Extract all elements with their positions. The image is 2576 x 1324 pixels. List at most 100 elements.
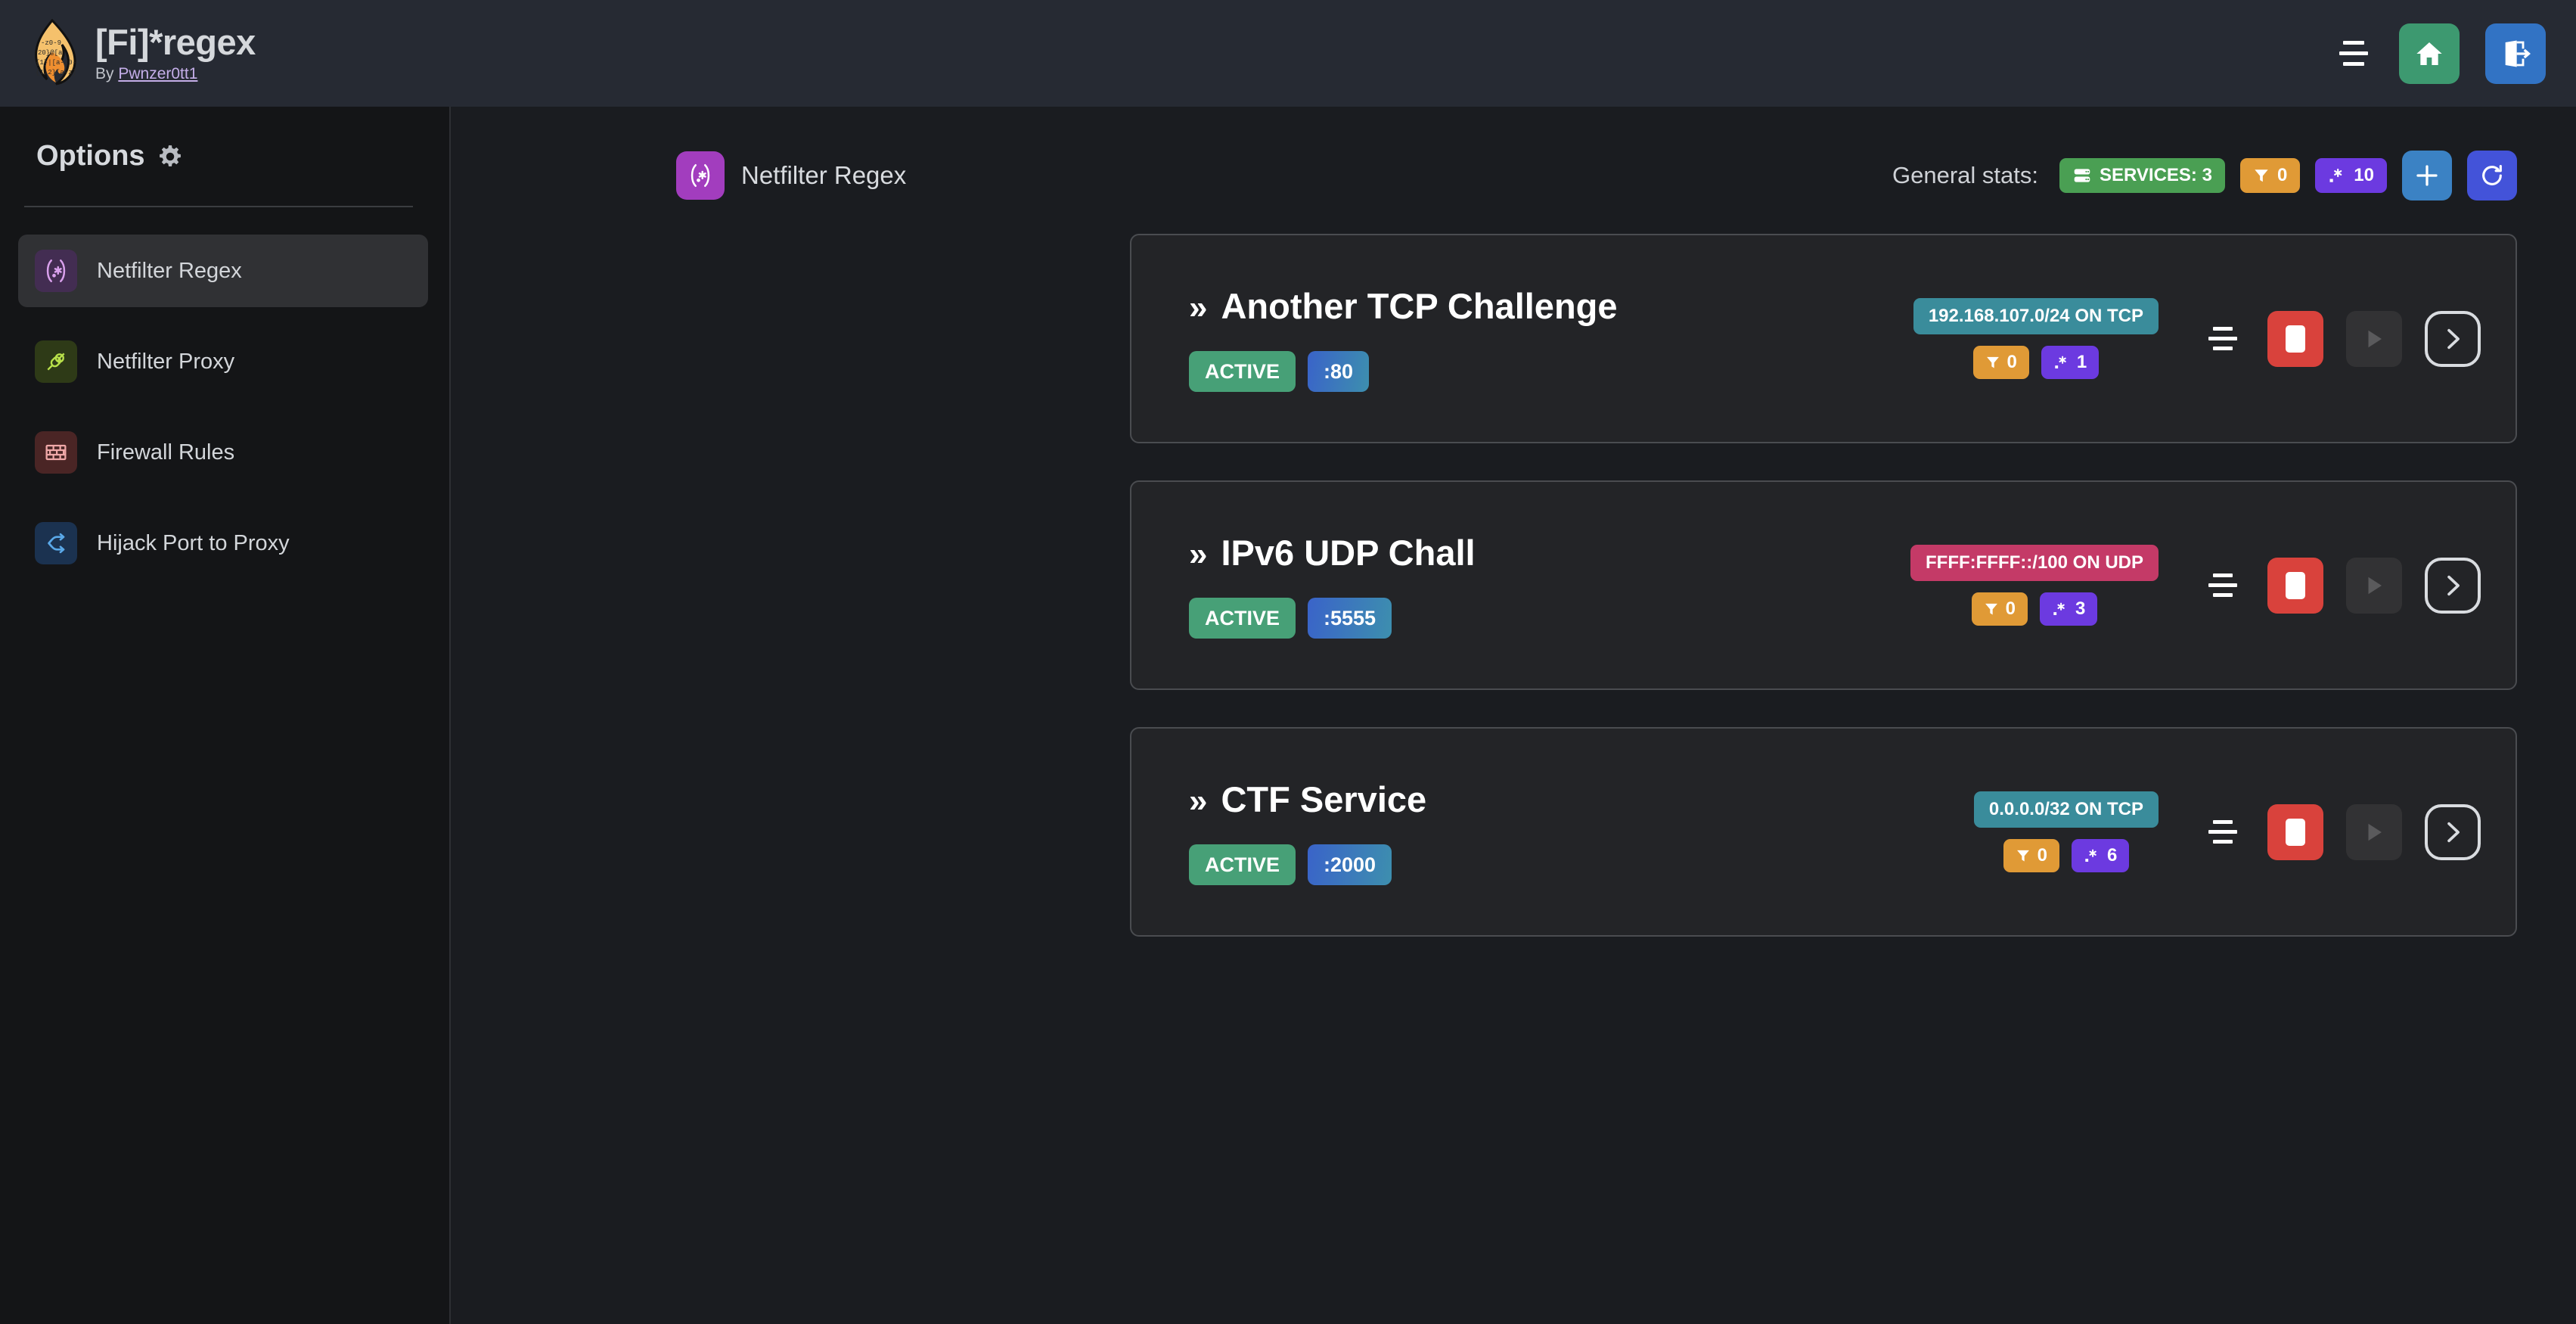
stop-button[interactable]: [2267, 803, 2323, 860]
service-actions: [2201, 557, 2481, 614]
svg-text:{1,2}[a-z]: {1,2}[a-z]: [36, 69, 76, 76]
chevron-right-icon: [2447, 328, 2460, 349]
top-actions: [2334, 23, 2576, 84]
filters-stat-badge: 0: [2239, 158, 2301, 193]
play-icon: [2368, 330, 2382, 347]
card-menu-icon[interactable]: [2201, 317, 2245, 361]
sidebar-title: Options: [0, 107, 449, 172]
status-badge: ACTIVE: [1189, 351, 1296, 392]
filter-icon: [1985, 603, 1997, 615]
service-network-info: FFFF:FFFF::/100 ON UDP 0 3: [1910, 545, 2159, 626]
add-service-button[interactable]: [2402, 151, 2452, 200]
play-button[interactable]: [2346, 557, 2402, 614]
page-title: Netfilter Regex: [741, 161, 907, 189]
hamburger-menu-icon[interactable]: [2334, 37, 2373, 70]
sidebar-item-netfilter-regex[interactable]: Netfilter Regex: [18, 235, 428, 307]
sidebar-item-label: Netfilter Regex: [97, 258, 242, 283]
filter-icon: [2255, 169, 2268, 182]
stop-button[interactable]: [2267, 557, 2323, 614]
sidebar-item-hijack-port-to-proxy[interactable]: Hijack Port to Proxy: [18, 507, 428, 580]
gear-icon: [159, 145, 181, 166]
filters-stat-label: 0: [2277, 165, 2288, 185]
logout-button[interactable]: [2485, 23, 2546, 84]
top-header-bar: -z0-9 20}@[a {1}|[a-z0-9] {1,2}[a-z] [Fi…: [0, 0, 2576, 107]
service-card[interactable]: » CTF Service ACTIVE :2000 0.0.0.0/32 ON…: [1130, 727, 2517, 937]
regex-icon: [35, 250, 77, 292]
logout-icon: [2505, 40, 2531, 67]
service-name: Another TCP Challenge: [1221, 286, 1618, 326]
home-button[interactable]: [2399, 23, 2460, 84]
filters-count: 0: [2037, 845, 2047, 866]
page-header: Netfilter Regex General stats: SERVICES:…: [452, 107, 2576, 200]
refresh-button[interactable]: [2467, 151, 2517, 200]
service-card[interactable]: » Another TCP Challenge ACTIVE :80 192.1…: [1130, 234, 2517, 443]
sidebar-item-label: Hijack Port to Proxy: [97, 530, 290, 555]
card-menu-icon[interactable]: [2201, 564, 2245, 608]
service-card[interactable]: » IPv6 UDP Chall ACTIVE :5555 FFFF:FFFF:…: [1130, 480, 2517, 690]
filters-count-badge: 0: [1972, 346, 2029, 379]
filters-count-badge: 0: [2003, 839, 2059, 872]
server-icon: [2074, 169, 2090, 182]
service-network-info: 0.0.0.0/32 ON TCP 0 6: [1973, 791, 2159, 872]
services-stat-label: SERVICES: 3: [2099, 165, 2212, 185]
regex-icon: [676, 151, 725, 200]
card-menu-icon[interactable]: [2201, 810, 2245, 854]
regex-icon: [2055, 356, 2066, 368]
service-tags: ACTIVE :5555: [1189, 598, 1910, 639]
chevron-right-icon: [2447, 822, 2460, 842]
sidebar-title-label: Options: [36, 140, 145, 172]
service-tags: ACTIVE :80: [1189, 351, 1913, 392]
refresh-icon: [2482, 164, 2502, 185]
stop-icon: [2286, 325, 2305, 353]
sidebar-item-netfilter-proxy[interactable]: Netfilter Proxy: [18, 325, 428, 398]
plus-icon: [2416, 165, 2438, 186]
open-service-button[interactable]: [2425, 310, 2481, 367]
general-stats-label: General stats:: [1892, 162, 2038, 188]
regex-icon: [2085, 849, 2096, 862]
network-badge: 0.0.0.0/32 ON TCP: [1973, 791, 2159, 828]
port-badge: :80: [1308, 351, 1370, 392]
network-badge: FFFF:FFFF::/100 ON UDP: [1910, 545, 2159, 581]
play-button[interactable]: [2346, 310, 2402, 367]
shuffle-icon: [35, 522, 77, 564]
stop-icon: [2286, 571, 2305, 599]
sidebar-item-label: Netfilter Proxy: [97, 349, 235, 374]
regexes-count: 3: [2075, 598, 2086, 619]
double-chevron-icon: »: [1189, 536, 1208, 573]
sidebar-item-firewall-rules[interactable]: Firewall Rules: [18, 416, 428, 489]
port-badge: :5555: [1308, 598, 1392, 639]
regexes-count-badge: 3: [2040, 592, 2098, 626]
sidebar-nav: Netfilter Regex Netfilter Proxy Firewall…: [0, 235, 449, 580]
regexes-count: 1: [2076, 352, 2087, 372]
svg-text:20}@[a: 20}@[a: [38, 49, 63, 57]
plug-icon: [35, 340, 77, 383]
filters-count: 0: [2006, 352, 2017, 372]
status-badge: ACTIVE: [1189, 598, 1296, 639]
open-service-button[interactable]: [2425, 557, 2481, 614]
service-list: » Another TCP Challenge ACTIVE :80 192.1…: [452, 200, 2576, 937]
stop-button[interactable]: [2267, 310, 2323, 367]
port-badge: :2000: [1308, 844, 1392, 885]
svg-text:{1}|[a-z0-9]: {1}|[a-z0-9]: [36, 59, 77, 67]
status-badge: ACTIVE: [1189, 844, 1296, 885]
regex-icon: [2329, 168, 2342, 182]
general-stats: General stats: SERVICES: 3 0: [1892, 151, 2517, 200]
regexes-stat-badge: 10: [2315, 158, 2387, 193]
service-title: » CTF Service: [1189, 779, 1974, 820]
open-service-button[interactable]: [2425, 803, 2481, 860]
service-actions: [2201, 310, 2481, 367]
by-prefix: By: [95, 64, 119, 82]
filter-icon: [1986, 356, 1999, 368]
service-title: » Another TCP Challenge: [1189, 285, 1913, 327]
brick-wall-icon: [35, 431, 77, 474]
play-button[interactable]: [2346, 803, 2402, 860]
author-link[interactable]: Pwnzer0tt1: [118, 64, 198, 82]
regexes-count-badge: 6: [2071, 839, 2130, 872]
service-name: CTF Service: [1221, 779, 1427, 819]
home-icon: [2416, 42, 2442, 65]
service-tags: ACTIVE :2000: [1189, 844, 1974, 885]
service-counters: 0 6: [2003, 839, 2130, 872]
regexes-count-badge: 1: [2041, 346, 2100, 379]
app-author: By Pwnzer0tt1: [95, 65, 256, 83]
flame-logo: -z0-9 20}@[a {1}|[a-z0-9] {1,2}[a-z]: [35, 18, 77, 85]
